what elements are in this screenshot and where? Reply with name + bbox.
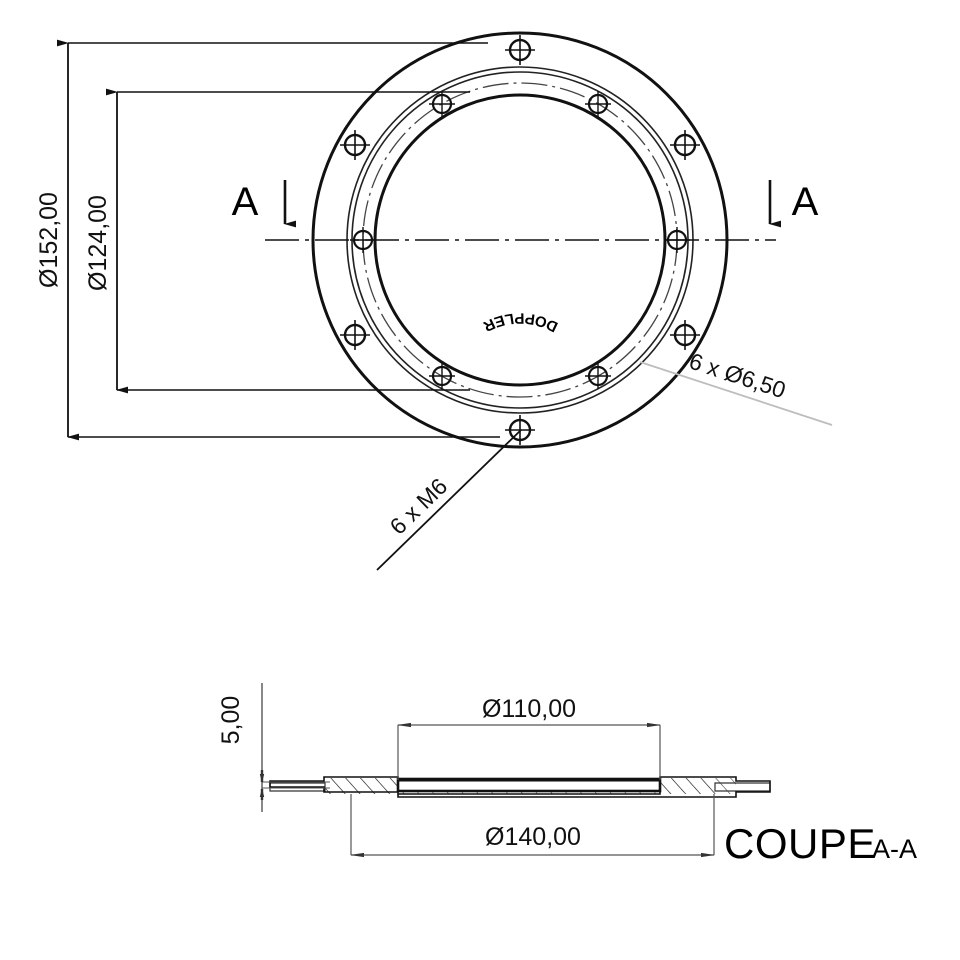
- clearance-hole: [350, 227, 376, 253]
- section-view-caption: COUPE A-A: [724, 820, 917, 867]
- tapped-hole: [670, 320, 700, 350]
- dimension-inner-step: Ø110,00: [397, 695, 661, 780]
- leader-tapped-holes: 6 x M6: [376, 429, 522, 571]
- tapped-hole-group: [340, 35, 700, 445]
- dimension-label-thickness: 5,00: [217, 696, 245, 745]
- leader-line-clearance: [639, 361, 833, 426]
- dimension-label-110: Ø110,00: [482, 695, 576, 723]
- dimension-label-124: Ø124,00: [84, 195, 112, 291]
- tapped-hole: [670, 130, 700, 160]
- section-profile: [262, 776, 771, 798]
- section-letter-right: A: [792, 180, 819, 224]
- tapped-hole: [505, 35, 535, 65]
- clearance-hole: [664, 227, 690, 253]
- dimension-bore-diameter: Ø124,00: [84, 88, 470, 394]
- clearance-hole: [429, 91, 455, 117]
- section-mark-left: A: [232, 180, 296, 228]
- leader-line-tapped: [376, 429, 522, 571]
- section-caption-suffix: A-A: [872, 834, 917, 864]
- front-view-group: DOPPLER: [265, 31, 776, 449]
- dimension-outer-step: Ø140,00: [350, 794, 715, 858]
- tapped-hole: [340, 130, 370, 160]
- clearance-hole: [585, 91, 611, 117]
- section-letter-left: A: [232, 180, 259, 224]
- dimension-outer-diameter: Ø152,00: [35, 39, 500, 441]
- section-view-group: Ø110,00 Ø140,00 5,00 COUPE A-A: [217, 683, 917, 867]
- leader-clearance-holes: 6 x Ø6,50: [639, 348, 833, 426]
- clearance-hole: [429, 363, 455, 389]
- tapped-hole: [340, 320, 370, 350]
- dimension-label-152: Ø152,00: [35, 192, 63, 288]
- brand-text-path: DOPPLER: [479, 309, 560, 335]
- dimension-thickness: 5,00: [217, 683, 265, 812]
- brand-text: DOPPLER: [479, 309, 560, 335]
- dimension-label-140: Ø140,00: [485, 823, 581, 851]
- clearance-hole: [585, 363, 611, 389]
- section-caption-title: COUPE: [724, 820, 876, 867]
- clearance-hole-group: [350, 91, 690, 389]
- section-mark-right: A: [768, 180, 819, 228]
